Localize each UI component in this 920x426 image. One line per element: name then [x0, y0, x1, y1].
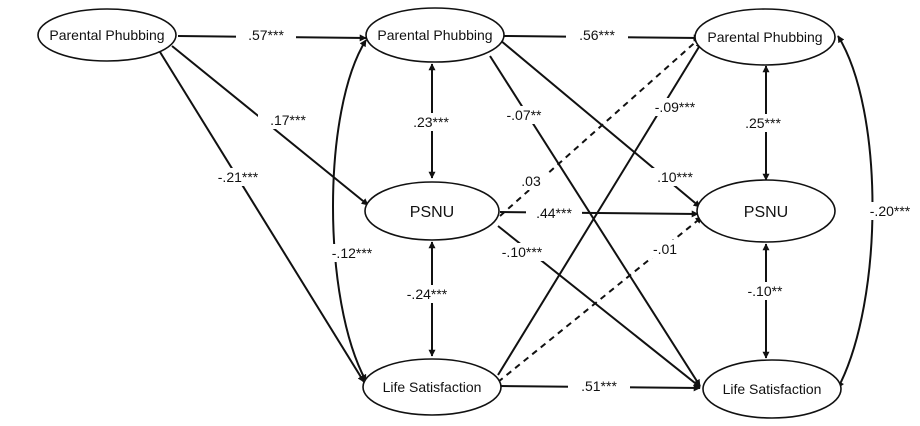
- path-ls2-pp2: [332, 39, 367, 382]
- node-t3-life-satisfaction-label: Life Satisfaction: [723, 381, 822, 397]
- coef-pp1-pp2: .57***: [248, 27, 284, 43]
- coef-ls2-pp2: -.12***: [332, 245, 373, 261]
- node-t1-parental-phubbing-label: Parental Phubbing: [49, 27, 164, 43]
- coef-psnu2-ls2: -.24***: [407, 286, 448, 302]
- coef-pp2-psnu2: .23***: [413, 114, 449, 130]
- nodes: Parental Phubbing Parental Phubbing Pare…: [37, 7, 842, 419]
- coef-pp1-psnu2: .17***: [270, 112, 306, 128]
- coef-ls2-pp3: -.09***: [655, 99, 696, 115]
- node-t3-parental-phubbing-label: Parental Phubbing: [707, 29, 822, 45]
- node-t2-psnu-label: PSNU: [410, 204, 454, 221]
- coef-psnu2-psnu3: .44***: [536, 205, 572, 221]
- coef-pp2-pp3: .56***: [579, 27, 615, 43]
- node-t2-parental-phubbing-label: Parental Phubbing: [377, 27, 492, 43]
- path-ls2-pp3: [497, 41, 703, 376]
- node-t3-parental-phubbing: Parental Phubbing: [694, 8, 836, 66]
- coef-psnu2-ls3: -.10***: [502, 244, 543, 260]
- coef-ls2-psnu3: -.01: [653, 241, 677, 257]
- node-t2-life-satisfaction-label: Life Satisfaction: [383, 379, 482, 395]
- coefficient-labels: .57*** .17*** -.21*** .23*** -.24*** -.1…: [206, 26, 918, 395]
- coef-psnu3-ls3: -.10**: [747, 283, 783, 299]
- coef-psnu2-pp3: .03: [521, 173, 541, 189]
- node-t3-life-satisfaction: Life Satisfaction: [702, 359, 842, 419]
- node-t2-parental-phubbing: Parental Phubbing: [365, 7, 505, 63]
- node-t3-psnu: PSNU: [696, 179, 836, 243]
- node-t2-psnu: PSNU: [364, 181, 500, 241]
- coef-pp1-ls2: -.21***: [218, 169, 259, 185]
- coef-pp2-ls3: -.07**: [506, 107, 542, 123]
- node-t1-parental-phubbing: Parental Phubbing: [37, 8, 177, 62]
- node-t2-life-satisfaction: Life Satisfaction: [362, 358, 502, 416]
- coef-pp2-psnu3: .10***: [657, 169, 693, 185]
- node-t3-psnu-label: PSNU: [744, 204, 788, 221]
- coef-ls2-ls3: .51***: [581, 378, 617, 394]
- coef-ls3-pp3: -.20***: [870, 203, 911, 219]
- path-pp1-ls2: [159, 51, 365, 383]
- coef-pp3-psnu3: .25***: [745, 115, 781, 131]
